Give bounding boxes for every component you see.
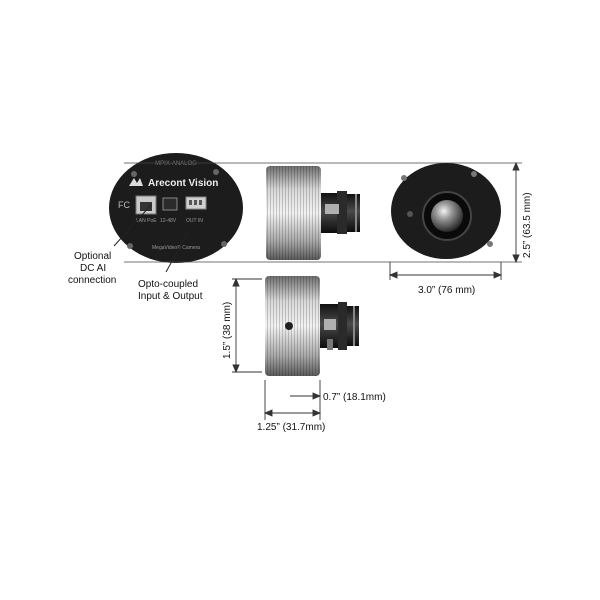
fc-mark: FC bbox=[118, 200, 130, 210]
back-panel-view: MPIX-ANALOG Arecont Vision FC LAN PoE 12… bbox=[109, 153, 243, 263]
callout-opto-coupled: Opto-coupled bbox=[138, 279, 198, 290]
power-connector-icon bbox=[162, 197, 178, 211]
body-height-label: 1.5” (38 mm) bbox=[222, 302, 233, 359]
lens-depth-label: 0.7” (18.1mm) bbox=[323, 392, 386, 403]
lens-barrel bbox=[347, 194, 360, 232]
callout-lines bbox=[113, 204, 191, 273]
front-view-camera bbox=[391, 163, 501, 259]
callout-connection: connection bbox=[68, 275, 116, 286]
lower-lens-knob-icon bbox=[324, 319, 336, 330]
lens-depth-dimension bbox=[290, 380, 322, 404]
indicator-icon bbox=[407, 211, 413, 217]
lower-side-view-camera bbox=[265, 276, 359, 376]
side-view-camera bbox=[266, 166, 360, 260]
screw-icon bbox=[131, 171, 137, 177]
reference-lines bbox=[124, 162, 522, 263]
dc-ai-callout-line bbox=[113, 204, 152, 247]
model-text: MPIX-ANALOG bbox=[155, 161, 197, 167]
screw-icon bbox=[471, 171, 477, 177]
brand-text: Arecont Vision bbox=[148, 178, 218, 189]
series-text: MegaVideo® Camera bbox=[152, 244, 200, 251]
power-label: 12-48V bbox=[160, 218, 177, 224]
width-dimension bbox=[388, 262, 503, 280]
screw-icon bbox=[213, 169, 219, 175]
body-height-dimension bbox=[232, 277, 262, 374]
screw-icon bbox=[127, 243, 133, 249]
lens-glass-icon bbox=[431, 200, 463, 232]
width-label: 3.0” (76 mm) bbox=[418, 285, 475, 296]
height-label: 2.5” (63.5 mm) bbox=[522, 192, 533, 258]
opto-callout-line bbox=[165, 228, 191, 273]
screw-icon bbox=[401, 175, 407, 181]
mount-hole-icon bbox=[285, 322, 293, 330]
callout-dc-ai: DC AI bbox=[80, 263, 106, 274]
lens-knob-icon bbox=[325, 204, 339, 214]
callout-input-output: Input & Output bbox=[138, 291, 203, 302]
height-dimension bbox=[512, 161, 520, 264]
body-depth-dimension bbox=[263, 380, 322, 420]
callout-optional: Optional bbox=[74, 251, 111, 262]
lan-label: LAN PoE bbox=[136, 218, 157, 224]
body-depth-label: 1.25” (31.7mm) bbox=[257, 422, 325, 433]
screw-icon bbox=[487, 241, 493, 247]
brand-logo-icon bbox=[129, 178, 143, 186]
io-label: OUT IN bbox=[186, 218, 203, 224]
screw-icon bbox=[221, 241, 227, 247]
